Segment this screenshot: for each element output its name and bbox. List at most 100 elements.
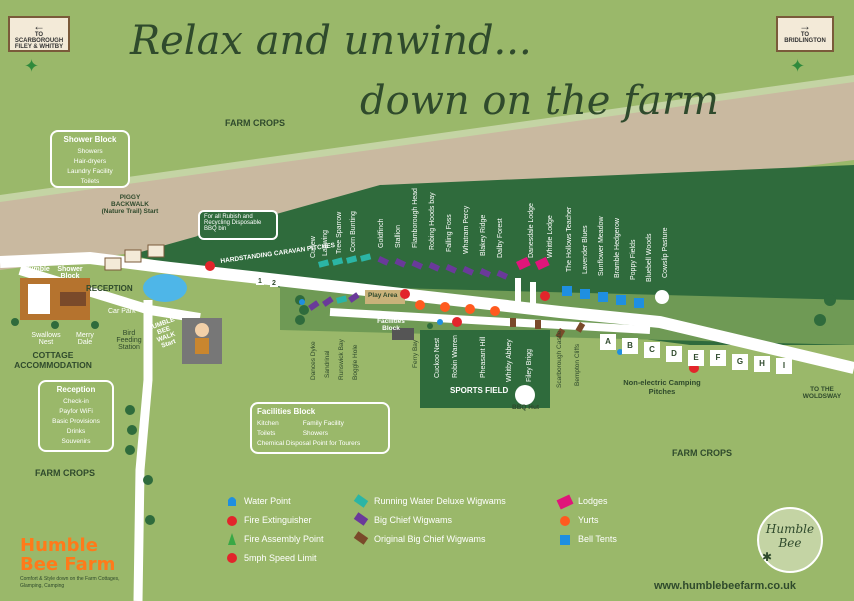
swallows-nest-label: Swallows Nest <box>31 332 61 346</box>
legend-label: Original Big Chief Wigwams <box>374 534 486 544</box>
unit-label: Robin Warren <box>452 335 459 378</box>
unit-label: Dances Dyke <box>310 341 317 380</box>
bird-feeding-label: Bird Feeding Station <box>116 330 142 351</box>
grass-icon: ✦ <box>24 56 40 76</box>
shower-item: Showers <box>77 148 103 155</box>
unit-label: Poppy Fields <box>630 239 637 280</box>
facilities-col-1: Kitchen Toilets <box>257 419 279 439</box>
unit-label: Pheasant Hill <box>480 336 487 378</box>
unit-label: Filey Brigg <box>526 348 533 382</box>
legend-label: Lodges <box>578 496 608 506</box>
pitch-letter: C <box>644 342 660 358</box>
facility-item: Showers <box>302 430 328 437</box>
legend-label: Yurts <box>578 515 599 525</box>
unit-label: Whittle Lodge <box>547 215 554 258</box>
legend-fire-assembly: Fire Assembly Point <box>244 534 324 544</box>
legend-label: Running Water Deluxe Wigwams <box>374 496 506 506</box>
legend-label: Bell Tents <box>578 534 617 544</box>
shower-item: Hair-dryers <box>73 158 107 165</box>
shower-block-info: Shower Block Showers Hair-dryers Laundry… <box>50 130 130 188</box>
unit-label: Stallion <box>395 225 402 248</box>
farm-crops-top: FARM CROPS <box>225 118 286 128</box>
unit-label: Bluebell Woods <box>646 233 653 282</box>
reception-item: Souvenirs <box>61 438 91 445</box>
legend-label: Water Point <box>244 496 291 506</box>
legend-yurts: Yurts <box>578 515 599 525</box>
arrow-left-icon: ← <box>33 19 45 33</box>
unit-label: Goldfinch <box>378 218 385 248</box>
unit-label: Corn Bunting <box>350 211 357 252</box>
logo-tagline: Comfort & Style down on the Farm Cottage… <box>20 576 120 589</box>
shower-item: Toilets <box>80 178 100 185</box>
unit-label: Cuckoo Nest <box>434 337 441 378</box>
legend-lodges: Lodges <box>578 496 608 506</box>
unit-label: Sunflower Meadow <box>598 216 605 276</box>
unit-label: Flamborough Head <box>412 188 419 248</box>
pitch-letter: E <box>688 350 704 366</box>
unit-label: Curlew <box>310 236 317 258</box>
pitch-letter: G <box>732 354 748 370</box>
facilities-title: Facilities Block <box>257 407 316 416</box>
cottage-accommodation-label: COTTAGE ACCOMMODATION <box>14 350 92 370</box>
rubbish-info: For all Rubish and Recycling Disposable … <box>198 210 278 240</box>
badge-text: Humble Bee <box>765 522 815 550</box>
grass-icon: ✦ <box>790 56 806 76</box>
reception-item: Drinks <box>66 428 86 435</box>
reception-label: RECEPTION <box>86 284 133 293</box>
unit-label: Runswick Bay <box>338 339 345 380</box>
rubbish-text: For all Rubish and Recycling Disposable … <box>204 214 262 232</box>
title-line-2: down on the farm <box>360 78 719 124</box>
unit-label: Boggle Hole <box>352 344 359 380</box>
website-link[interactable]: www.humblebeefarm.co.uk <box>654 580 797 592</box>
unit-label: Ferry Bay <box>412 339 419 368</box>
facilities-footer: Chemical Disposal Point for Tourers <box>257 440 361 447</box>
reception-item: Payfor WiFi <box>59 408 93 415</box>
legend-water-point: Water Point <box>244 496 291 506</box>
legend-speed-limit: 5mph Speed Limit <box>244 553 317 563</box>
reception-title: Reception <box>56 385 96 394</box>
unit-label: Falling Foss <box>446 214 453 252</box>
sports-field-label: SPORTS FIELD <box>450 386 509 395</box>
pitch-letter: B <box>622 338 638 354</box>
reception-info: Reception Check-in Payfor WiFi Basic Pro… <box>38 380 114 452</box>
legend-deluxe-wigwams: Running Water Deluxe Wigwams <box>374 496 506 506</box>
unit-label: Dalby Forest <box>497 218 504 258</box>
farm-crops-left: FARM CROPS <box>35 468 96 478</box>
sign-bridlington: → TO BRIDLINGTON <box>776 16 834 52</box>
shower-block-title: Shower Block <box>63 135 117 144</box>
bbq-hut-label: BBQ Hut <box>512 404 540 411</box>
shower-item: Laundry Facility <box>67 168 113 175</box>
facilities-col-2: Family Facility Showers <box>303 419 344 439</box>
reception-item: Check-in <box>63 398 89 405</box>
unit-label: Bramble Hedgerow <box>614 218 621 278</box>
facility-item: Family Facility <box>302 420 344 427</box>
unit-label: Whitby Abbey <box>506 339 513 382</box>
unit-label: Danesdale Lodge <box>528 203 535 258</box>
sign-scarborough: ← TO SCARBOROUGH FILEY & WHITBY <box>8 16 70 52</box>
unit-label: Blakey Ridge <box>480 214 487 256</box>
unit-label: Whatram Percy <box>463 205 470 254</box>
arrow-right-icon: → <box>799 19 811 33</box>
sign-scarborough-text: TO SCARBOROUGH FILEY & WHITBY <box>14 32 64 50</box>
pitch-2: 2 <box>270 280 278 287</box>
legend-label: Fire Extinguisher <box>244 515 312 525</box>
facility-item: Toilets <box>257 430 276 437</box>
pitch-1: 1 <box>256 278 264 285</box>
logo-line-2: Bee Farm <box>20 554 116 575</box>
legend-original-big-chief: Original Big Chief Wigwams <box>374 534 486 544</box>
legend-label: 5mph Speed Limit <box>244 553 317 563</box>
piggy-backwalk-label: PIGGY BACKWALK (Nature Trail) Start <box>101 194 159 215</box>
title-line-1: Relax and unwind... <box>130 18 532 64</box>
pitch-letter: I <box>776 358 792 374</box>
reception-item: Basic Provisions <box>52 418 100 425</box>
pitch-letter: F <box>710 350 726 366</box>
unit-label: Cowslip Pasture <box>662 227 669 278</box>
legend-big-chief: Big Chief Wigwams <box>374 515 452 525</box>
facilities-block-info: Facilities Block Kitchen Toilets Family … <box>250 402 390 454</box>
unit-label: Tree Sparrow <box>336 211 343 254</box>
pitch-letter: H <box>754 356 770 372</box>
unit-label: Sandrinal <box>324 350 331 378</box>
legend-bell-tents: Bell Tents <box>578 534 617 544</box>
facilities-block-label: Facilities Block <box>377 318 405 332</box>
